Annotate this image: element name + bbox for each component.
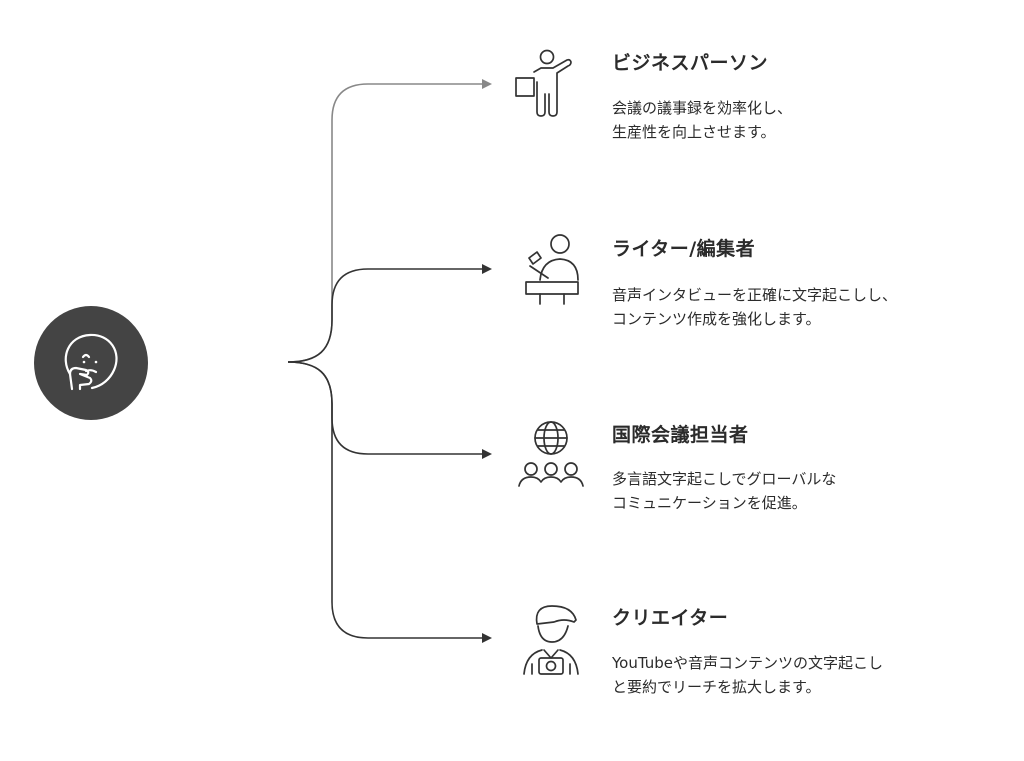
item-2-description: 音声インタビューを正確に文字起こしし、 コンテンツ作成を強化します。 — [612, 286, 898, 328]
thinking-person-icon — [64, 333, 118, 391]
connector-2 — [287, 264, 492, 363]
connector-4 — [287, 361, 492, 643]
item-3-description: 多言語文字起こしでグローバルな コミュニケーションを促進。 — [612, 470, 837, 512]
item-3-title: 国際会議担当者 — [612, 424, 749, 446]
globe-group-icon — [518, 421, 584, 487]
item-2-title: ライター/編集者 — [612, 238, 756, 260]
connector-1 — [287, 79, 492, 363]
connector-3 — [287, 361, 492, 459]
creator-camera-icon — [523, 605, 579, 675]
item-1-description: 会議の議事録を効率化し、 生産性を向上させます。 — [612, 99, 793, 141]
presenter-icon — [515, 49, 572, 117]
item-1-title: ビジネスパーソン — [612, 52, 769, 74]
item-4-description: YouTubeや音声コンテンツの文字起こし と要約でリーチを拡大します。 — [612, 654, 883, 696]
item-4-title: クリエイター — [612, 607, 729, 629]
writer-at-desk-icon — [525, 234, 579, 305]
center-node — [34, 306, 148, 420]
